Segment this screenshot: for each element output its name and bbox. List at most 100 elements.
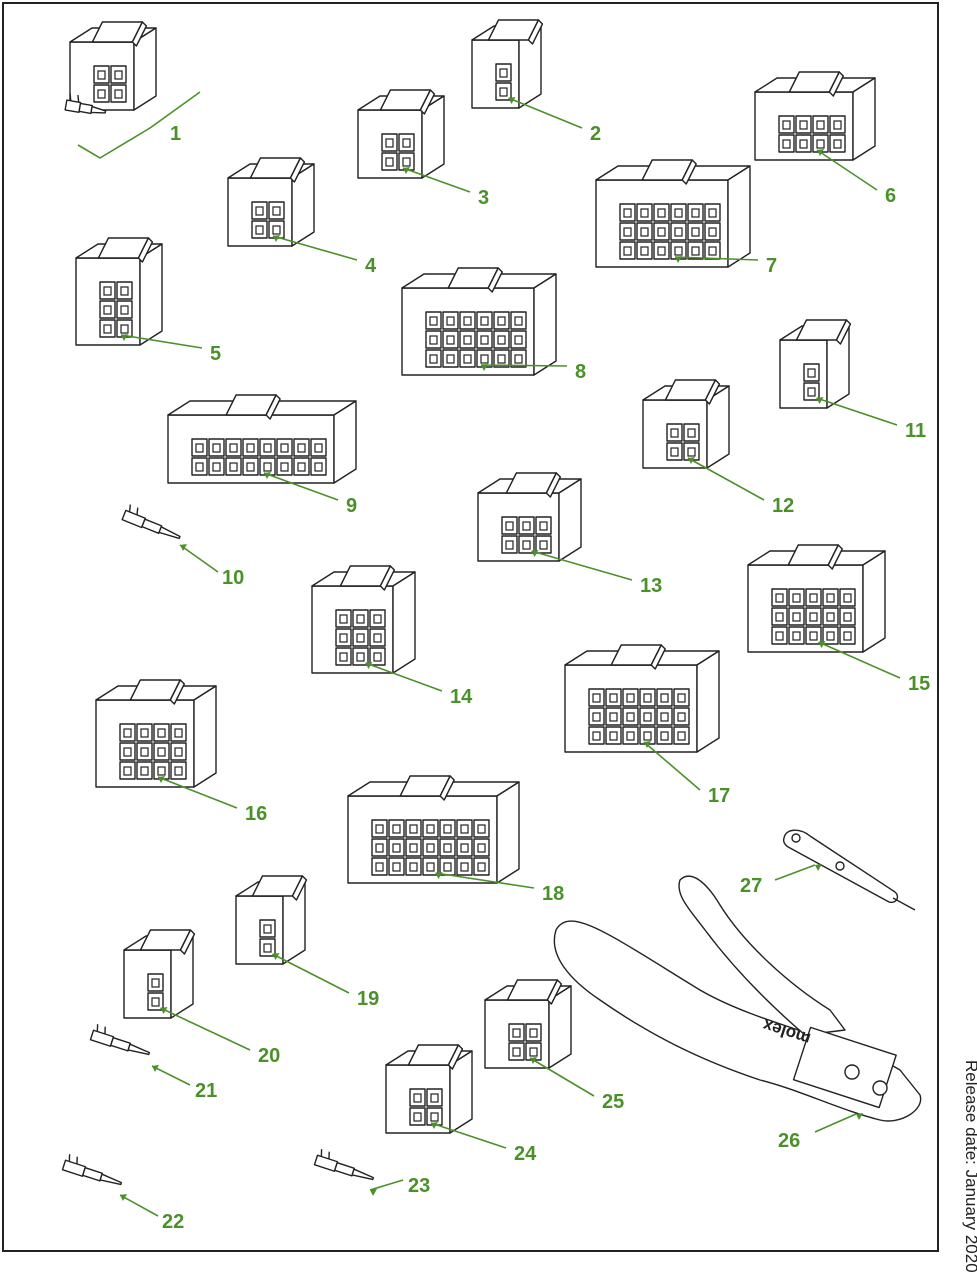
callout-3-arrowhead bbox=[403, 167, 410, 174]
part-5-housing bbox=[75, 237, 163, 346]
callout-25-number: 25 bbox=[602, 1091, 624, 1113]
part-25-housing bbox=[484, 979, 572, 1069]
callout-22-leader bbox=[119, 1194, 159, 1217]
callout-16-leader bbox=[157, 776, 238, 809]
part-15-housing bbox=[747, 544, 886, 653]
callout-17-arrowhead bbox=[644, 741, 651, 748]
part-22-terminal bbox=[61, 1154, 123, 1186]
callout-21-number: 21 bbox=[195, 1080, 217, 1102]
callout-12-leader bbox=[687, 457, 765, 501]
callout-1-number: 1 bbox=[170, 123, 181, 145]
part-14-housing bbox=[311, 565, 416, 674]
part-10-terminal bbox=[121, 504, 181, 540]
callout-14-leader bbox=[365, 662, 443, 692]
part-7-housing bbox=[595, 159, 751, 268]
callout-3-number: 3 bbox=[478, 187, 489, 209]
callout-4-arrowhead bbox=[273, 235, 280, 242]
callout-5-leader bbox=[120, 334, 203, 349]
callout-25-leader bbox=[529, 1057, 595, 1097]
callout-24-number: 24 bbox=[514, 1143, 537, 1165]
part-6-housing bbox=[754, 71, 876, 161]
part-11-housing bbox=[779, 319, 852, 409]
callout-15-number: 15 bbox=[908, 673, 930, 695]
callout-10-leader bbox=[179, 544, 219, 573]
callout-7-leader bbox=[674, 256, 759, 261]
callout-5-arrowhead bbox=[121, 334, 128, 341]
callout-15-arrowhead bbox=[818, 641, 826, 648]
part-8-housing bbox=[401, 267, 557, 376]
part-12-housing bbox=[642, 379, 730, 469]
part-20-housing bbox=[123, 929, 196, 1019]
callout-20-arrowhead bbox=[160, 1007, 168, 1014]
callout-12-number: 12 bbox=[772, 495, 794, 517]
callout-16-arrowhead bbox=[158, 776, 165, 783]
callout-11-leader bbox=[816, 397, 898, 426]
callout-26-number: 26 bbox=[778, 1130, 800, 1152]
callout-19-arrowhead bbox=[272, 953, 280, 960]
callout-21-arrowhead bbox=[152, 1065, 159, 1072]
callout-12-arrowhead bbox=[688, 457, 695, 464]
callout-18-leader bbox=[435, 872, 535, 889]
callout-10-number: 10 bbox=[222, 567, 244, 589]
callout-5-number: 5 bbox=[210, 343, 221, 365]
part-13-housing bbox=[477, 472, 582, 562]
callout-23-arrowhead bbox=[370, 1189, 377, 1196]
callout-7-number: 7 bbox=[766, 255, 777, 277]
callout-13-arrowhead bbox=[531, 550, 539, 557]
callout-10-arrowhead bbox=[180, 544, 187, 551]
callout-18-arrowhead bbox=[435, 872, 443, 879]
part-24-housing bbox=[385, 1044, 473, 1134]
callout-18-number: 18 bbox=[542, 883, 564, 905]
callout-21-leader bbox=[151, 1065, 191, 1086]
callout-8-leader bbox=[480, 364, 568, 367]
callout-16-number: 16 bbox=[245, 803, 267, 825]
callout-8-arrowhead bbox=[481, 364, 488, 371]
callout-2-leader bbox=[508, 97, 583, 129]
callout-2-number: 2 bbox=[590, 123, 601, 145]
callout-6-leader bbox=[816, 149, 878, 191]
callout-20-leader bbox=[160, 1007, 251, 1051]
part-27-extraction-tool bbox=[782, 829, 916, 911]
callout-14-arrowhead bbox=[365, 662, 373, 669]
callout-11-number: 11 bbox=[905, 420, 926, 442]
callout-9-number: 9 bbox=[346, 495, 357, 517]
callout-25-arrowhead bbox=[530, 1057, 537, 1064]
callout-4-number: 4 bbox=[365, 255, 377, 277]
callout-22-arrowhead bbox=[120, 1194, 127, 1201]
callout-8-number: 8 bbox=[575, 361, 586, 383]
callout-24-arrowhead bbox=[431, 1122, 438, 1129]
callout-27-leader bbox=[774, 864, 816, 881]
callout-11-arrowhead bbox=[816, 397, 824, 404]
callout-26-leader bbox=[814, 1113, 857, 1133]
part-16-housing bbox=[95, 679, 217, 788]
callout-26-arrowhead bbox=[856, 1113, 863, 1120]
part-1-terminal bbox=[64, 93, 107, 115]
part-18-housing bbox=[347, 775, 520, 884]
callout-9-arrowhead bbox=[264, 472, 271, 479]
callout-23-number: 23 bbox=[408, 1175, 430, 1197]
part-2-housing bbox=[471, 19, 544, 109]
callout-20-number: 20 bbox=[258, 1045, 280, 1067]
callout-9-leader bbox=[263, 472, 339, 501]
callout-4-leader bbox=[272, 235, 358, 261]
part-4-housing bbox=[227, 157, 315, 247]
callout-2-arrowhead bbox=[508, 97, 516, 104]
part-17-housing bbox=[564, 644, 720, 753]
callout-27-arrowhead bbox=[815, 864, 822, 871]
part-1-housing bbox=[69, 21, 157, 111]
callout-13-number: 13 bbox=[640, 575, 662, 597]
callout-13-leader bbox=[531, 550, 633, 581]
callout-3-leader bbox=[402, 167, 471, 193]
callout-1-bracket bbox=[77, 91, 201, 159]
callout-19-number: 19 bbox=[357, 988, 379, 1010]
callout-22-number: 22 bbox=[162, 1211, 184, 1233]
callout-17-leader bbox=[643, 741, 701, 791]
callout-15-leader bbox=[818, 641, 901, 679]
callout-6-number: 6 bbox=[885, 185, 896, 207]
part-23-terminal bbox=[313, 1149, 375, 1181]
callout-6-arrowhead bbox=[817, 149, 824, 156]
callout-23-leader bbox=[369, 1179, 404, 1191]
part-9-housing bbox=[167, 394, 357, 484]
callout-24-leader bbox=[430, 1122, 507, 1149]
